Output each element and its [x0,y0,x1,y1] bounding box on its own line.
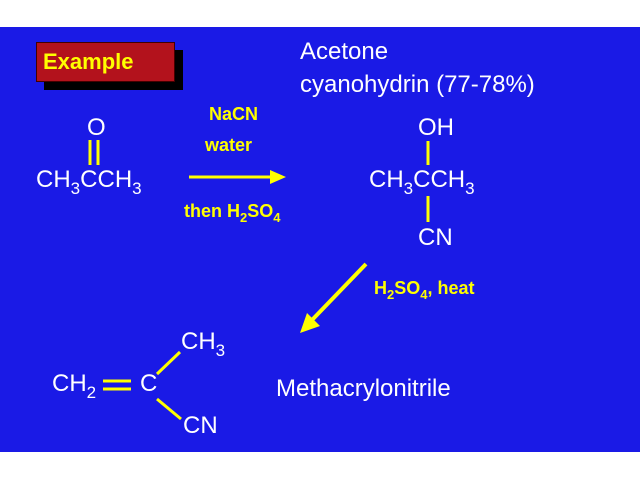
cyanohydrin-oh: OH [418,114,454,141]
methacrylonitrile-name: Methacrylonitrile [276,375,451,402]
c-cn-bond [156,397,182,421]
methacrylonitrile-cn: CN [183,412,218,439]
cyanohydrin-formula: CH3CCH3 [369,166,475,198]
reagent-nacn: NaCN [209,104,259,124]
reagent-h2so4-heat: H2SO4, heat [374,278,475,302]
example-badge-label: Example [43,49,134,74]
methacrylonitrile-ch3: CH3 [181,328,226,360]
product-title-line2: cyanohydrin (77-78%) [300,71,535,98]
c-ch3-bond [155,350,182,376]
reagent-water: water [205,135,253,155]
methacrylonitrile-ch2: CH2 [52,370,97,402]
reaction-arrow-2-head [300,313,320,333]
reaction-arrow-1-head [270,170,286,184]
product-title-line1: Acetone [300,38,389,65]
acetone-oxygen: O [87,114,106,141]
cyanohydrin-cn: CN [418,224,453,251]
acetone-formula: CH3CCH3 [36,166,142,198]
example-badge: Example [36,42,175,82]
reagent-then-h2so4: then H2SO4 [184,201,281,225]
reaction-arrow-2 [310,262,368,322]
methacrylonitrile-c: C [140,370,158,397]
